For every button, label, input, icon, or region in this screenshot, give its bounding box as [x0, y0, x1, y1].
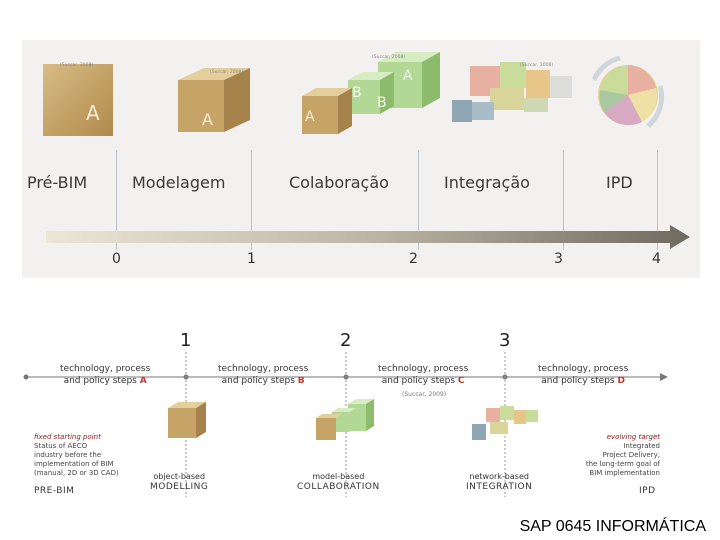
- stage-label-pre-bim: Pré-BIM: [27, 173, 87, 192]
- cube-letter: A: [305, 109, 315, 125]
- step-number: 1: [180, 330, 191, 351]
- cube-letter: A: [86, 101, 100, 125]
- step-box-c: technology, process and policy steps C: [378, 363, 468, 387]
- stage-label-integracao: Integração: [444, 173, 530, 192]
- cube-letter: B: [352, 85, 362, 101]
- note-starting-point: fixed starting point Status of AECO indu…: [34, 433, 119, 478]
- stage-number: 4: [652, 251, 661, 267]
- step-box-a: technology, process and policy steps A: [60, 363, 150, 387]
- cube-letter: B: [377, 95, 387, 111]
- caption-ipd: IPD: [639, 486, 656, 496]
- caption-integration: network-based INTEGRATION: [466, 472, 532, 492]
- citation-text: (Succar, 2008): [372, 55, 405, 60]
- cube-letter: A: [202, 110, 213, 129]
- caption-collaboration: model-based COLLABORATION: [297, 472, 380, 492]
- stage-number: 1: [247, 251, 256, 267]
- stage-label-ipd: IPD: [606, 173, 633, 192]
- step-number: 2: [340, 330, 351, 351]
- stage-label-modelagem: Modelagem: [132, 173, 225, 192]
- stage-number: 2: [409, 251, 418, 267]
- stage-number: 0: [112, 251, 121, 267]
- caption-pre-bim: PRE-BIM: [34, 486, 74, 496]
- citation-text: (Succar, 2008): [60, 63, 93, 68]
- citation-text: (Succar, 2008): [520, 63, 553, 68]
- step-box-d: technology, process and policy steps D: [538, 363, 628, 387]
- note-evolving-target: evolving target Integrated Project Deliv…: [586, 433, 660, 478]
- step-box-b: technology, process and policy steps B: [218, 363, 308, 387]
- step-number: 3: [499, 330, 510, 351]
- stage-label-colaboracao: Colaboração: [289, 173, 389, 192]
- puzzle-integration-icon: [452, 62, 572, 122]
- cube-a-icon: [178, 68, 250, 132]
- footer-text: SAP 0645 INFORMÁTICA: [520, 518, 706, 536]
- citation-text: (Succar, 2009): [402, 391, 446, 398]
- caption-modelling: object-based MODELLING: [150, 472, 208, 492]
- stage-number: 3: [554, 251, 563, 267]
- cube-group-collaboration-icon: [302, 52, 440, 134]
- sphere-ipd-icon: [594, 58, 662, 126]
- citation-text: (Succar, 2008): [210, 70, 243, 75]
- cube-letter: A: [403, 68, 413, 84]
- progress-arrow: [46, 224, 692, 250]
- flat-square-a-icon: [43, 64, 113, 136]
